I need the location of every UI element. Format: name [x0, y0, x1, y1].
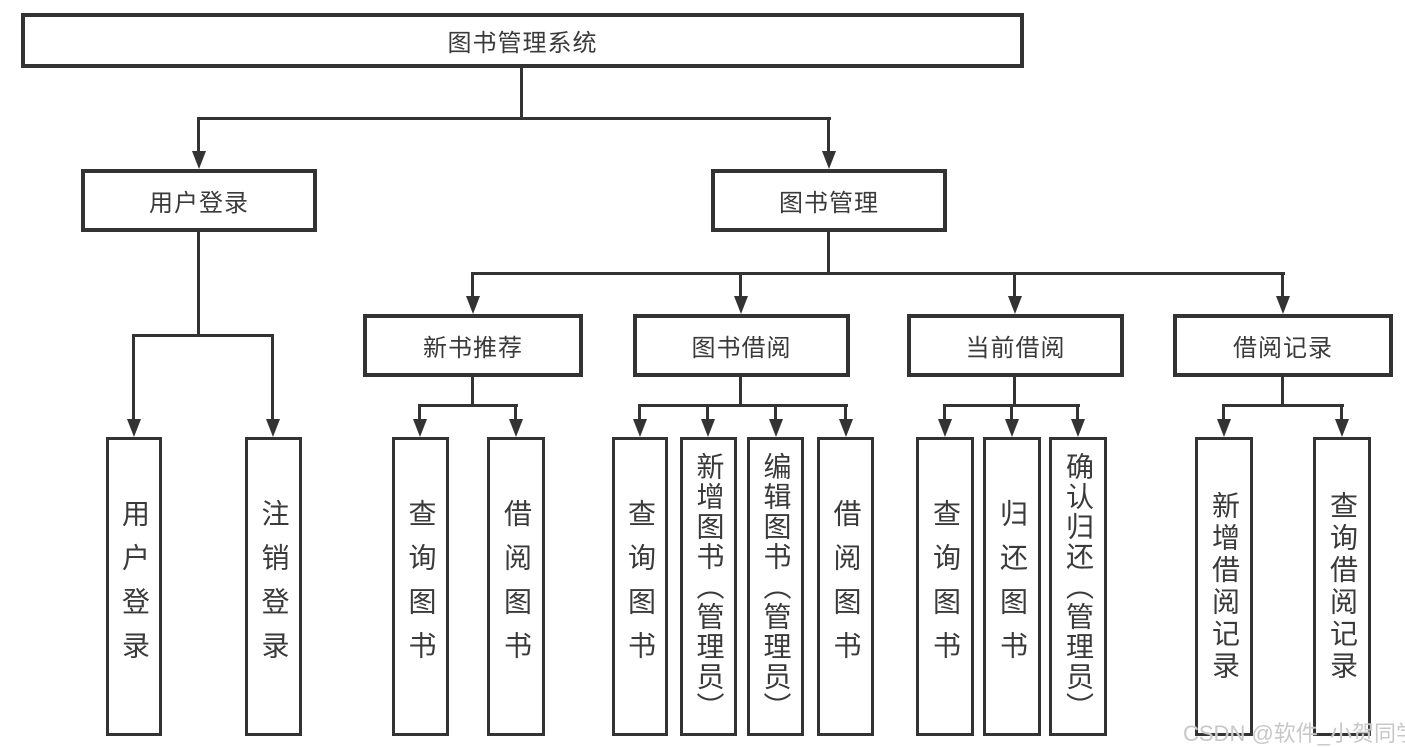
leaf-confirm-return-admin-label: 确认归还（管理员）	[1063, 451, 1094, 722]
leaf-logout-label: 注销登录	[258, 498, 290, 675]
leaf-borrowing-borrow-books-label: 借阅图书	[830, 498, 862, 675]
leaf-user-login: 用户登录	[106, 437, 162, 736]
arrow-down-icon	[1071, 419, 1085, 437]
connector-line	[1281, 272, 1284, 300]
arrow-down-icon	[734, 296, 748, 314]
leaf-borrowing-query-books: 查询图书	[612, 437, 668, 736]
node-new-book-recommend-label: 新书推荐	[423, 335, 523, 362]
connector-line	[1222, 404, 1344, 407]
leaf-logout: 注销登录	[245, 437, 302, 736]
connector-line	[638, 404, 848, 407]
connector-line	[739, 377, 742, 407]
node-book-borrowing: 图书借阅	[633, 314, 850, 377]
arrow-down-icon	[633, 419, 647, 437]
connector-line	[1010, 404, 1013, 422]
leaf-edit-books-admin: 编辑图书（管理员）	[747, 437, 804, 736]
arrow-down-icon	[938, 419, 952, 437]
node-root-label: 图书管理系统	[447, 30, 598, 57]
leaf-borrowing-query-books-label: 查询图书	[625, 498, 656, 675]
connector-line	[132, 334, 135, 422]
node-new-book-recommend: 新书推荐	[363, 314, 583, 377]
leaf-add-books-admin: 新增图书（管理员）	[680, 437, 737, 736]
node-current-borrowing-label: 当前借阅	[965, 335, 1066, 362]
arrow-down-icon	[1276, 296, 1290, 314]
connector-line	[638, 404, 641, 422]
arrow-down-icon	[1217, 419, 1231, 437]
arrow-down-icon	[839, 419, 853, 437]
connector-line	[1013, 377, 1016, 407]
connector-line	[197, 232, 200, 337]
arrow-down-icon	[466, 296, 480, 314]
leaf-add-borrow-record-label: 新增借阅记录	[1209, 490, 1240, 683]
leaf-return-books-label: 归还图书	[997, 498, 1028, 675]
connector-line	[520, 66, 523, 119]
connector-line	[197, 117, 200, 153]
leaf-current-query-books: 查询图书	[916, 437, 974, 736]
leaf-recommend-borrow-books-label: 借阅图书	[501, 498, 532, 675]
arrow-down-icon	[1008, 296, 1022, 314]
connector-line	[1013, 272, 1016, 300]
connector-line	[197, 117, 831, 120]
leaf-edit-books-admin-label: 编辑图书（管理员）	[760, 451, 792, 722]
arrow-down-icon	[192, 151, 206, 169]
node-user-login: 用户登录	[81, 169, 317, 232]
connector-line	[132, 334, 274, 337]
leaf-recommend-query-books-label: 查询图书	[405, 498, 437, 675]
connector-line	[418, 404, 421, 422]
csdn-watermark: CSDN @软件_小贺同学	[1183, 721, 1405, 746]
connector-line	[1222, 404, 1225, 422]
leaf-recommend-query-books: 查询图书	[392, 437, 449, 736]
connector-line	[471, 272, 1285, 275]
leaf-return-books: 归还图书	[983, 437, 1041, 736]
leaf-current-query-books-label: 查询图书	[930, 498, 961, 675]
node-book-borrowing-label: 图书借阅	[691, 335, 792, 362]
leaf-confirm-return-admin: 确认归还（管理员）	[1049, 437, 1107, 736]
node-root: 图书管理系统	[21, 13, 1024, 68]
node-book-management: 图书管理	[711, 169, 947, 232]
leaf-recommend-borrow-books: 借阅图书	[487, 437, 545, 736]
connector-line	[827, 232, 830, 274]
arrow-down-icon	[1005, 419, 1019, 437]
connector-line	[943, 404, 946, 422]
leaf-add-borrow-record: 新增借阅记录	[1195, 437, 1253, 736]
arrow-down-icon	[127, 419, 141, 437]
leaf-add-books-admin-label: 新增图书（管理员）	[693, 451, 725, 722]
arrow-down-icon	[822, 151, 836, 169]
node-borrowing-records: 借阅记录	[1173, 314, 1393, 377]
arrow-down-icon	[266, 419, 280, 437]
leaf-query-borrow-record-label: 查询借阅记录	[1327, 490, 1358, 683]
connector-line	[1340, 404, 1343, 422]
node-book-management-label: 图书管理	[779, 190, 879, 217]
connector-line	[418, 404, 518, 407]
connector-line	[774, 404, 777, 422]
leaf-user-login-label: 用户登录	[119, 498, 150, 675]
arrow-down-icon	[769, 419, 783, 437]
leaf-query-borrow-record: 查询借阅记录	[1313, 437, 1371, 736]
connector-line	[827, 117, 830, 153]
connector-line	[471, 272, 474, 300]
node-current-borrowing: 当前借阅	[907, 314, 1124, 377]
connector-line	[1281, 377, 1284, 407]
arrow-down-icon	[1335, 419, 1349, 437]
connector-line	[739, 272, 742, 300]
connector-line	[706, 404, 709, 422]
connector-line	[1076, 404, 1079, 422]
connector-line	[471, 377, 474, 407]
node-borrowing-records-label: 借阅记录	[1233, 335, 1333, 362]
connector-line	[844, 404, 847, 422]
arrow-down-icon	[413, 419, 427, 437]
arrow-down-icon	[701, 419, 715, 437]
connector-line	[271, 334, 274, 422]
connector-line	[514, 404, 517, 422]
arrow-down-icon	[509, 419, 523, 437]
node-user-login-label: 用户登录	[149, 190, 249, 217]
leaf-borrowing-borrow-books: 借阅图书	[817, 437, 874, 736]
